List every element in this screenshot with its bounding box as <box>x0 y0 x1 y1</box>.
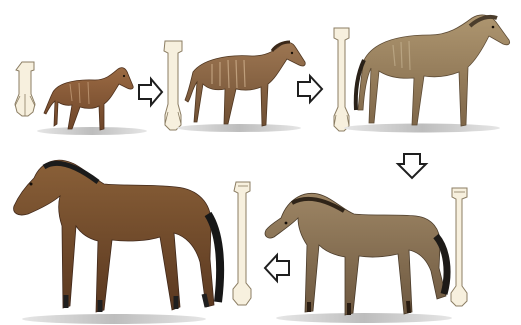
stage-4-group <box>265 193 452 323</box>
stage-5-group <box>14 160 221 324</box>
eohippus-icon <box>44 68 133 130</box>
ground-shadow <box>276 313 452 323</box>
ground-shadow <box>177 124 301 132</box>
pliohippus-icon <box>265 193 447 315</box>
leg-bone-icon <box>451 188 467 306</box>
ground-shadow <box>344 124 500 133</box>
ground-shadow <box>22 314 206 324</box>
outlined-arrow-icon <box>398 154 426 178</box>
ground-shadow <box>37 127 147 135</box>
outlined-arrow-icon <box>298 76 322 102</box>
mesohippus-icon <box>185 42 305 126</box>
equus-icon <box>14 160 221 312</box>
stage-1-group <box>15 62 147 135</box>
outlined-arrow-icon <box>139 79 162 105</box>
leg-bone-icon <box>233 182 251 305</box>
leg-bone-icon <box>334 28 349 131</box>
leg-bone-icon <box>164 41 182 130</box>
stage-2-group <box>164 41 305 132</box>
leg-bone-icon <box>15 62 35 116</box>
outlined-arrow-icon <box>265 255 289 281</box>
merychippus-icon <box>356 15 510 126</box>
stage-3-group <box>334 15 510 133</box>
